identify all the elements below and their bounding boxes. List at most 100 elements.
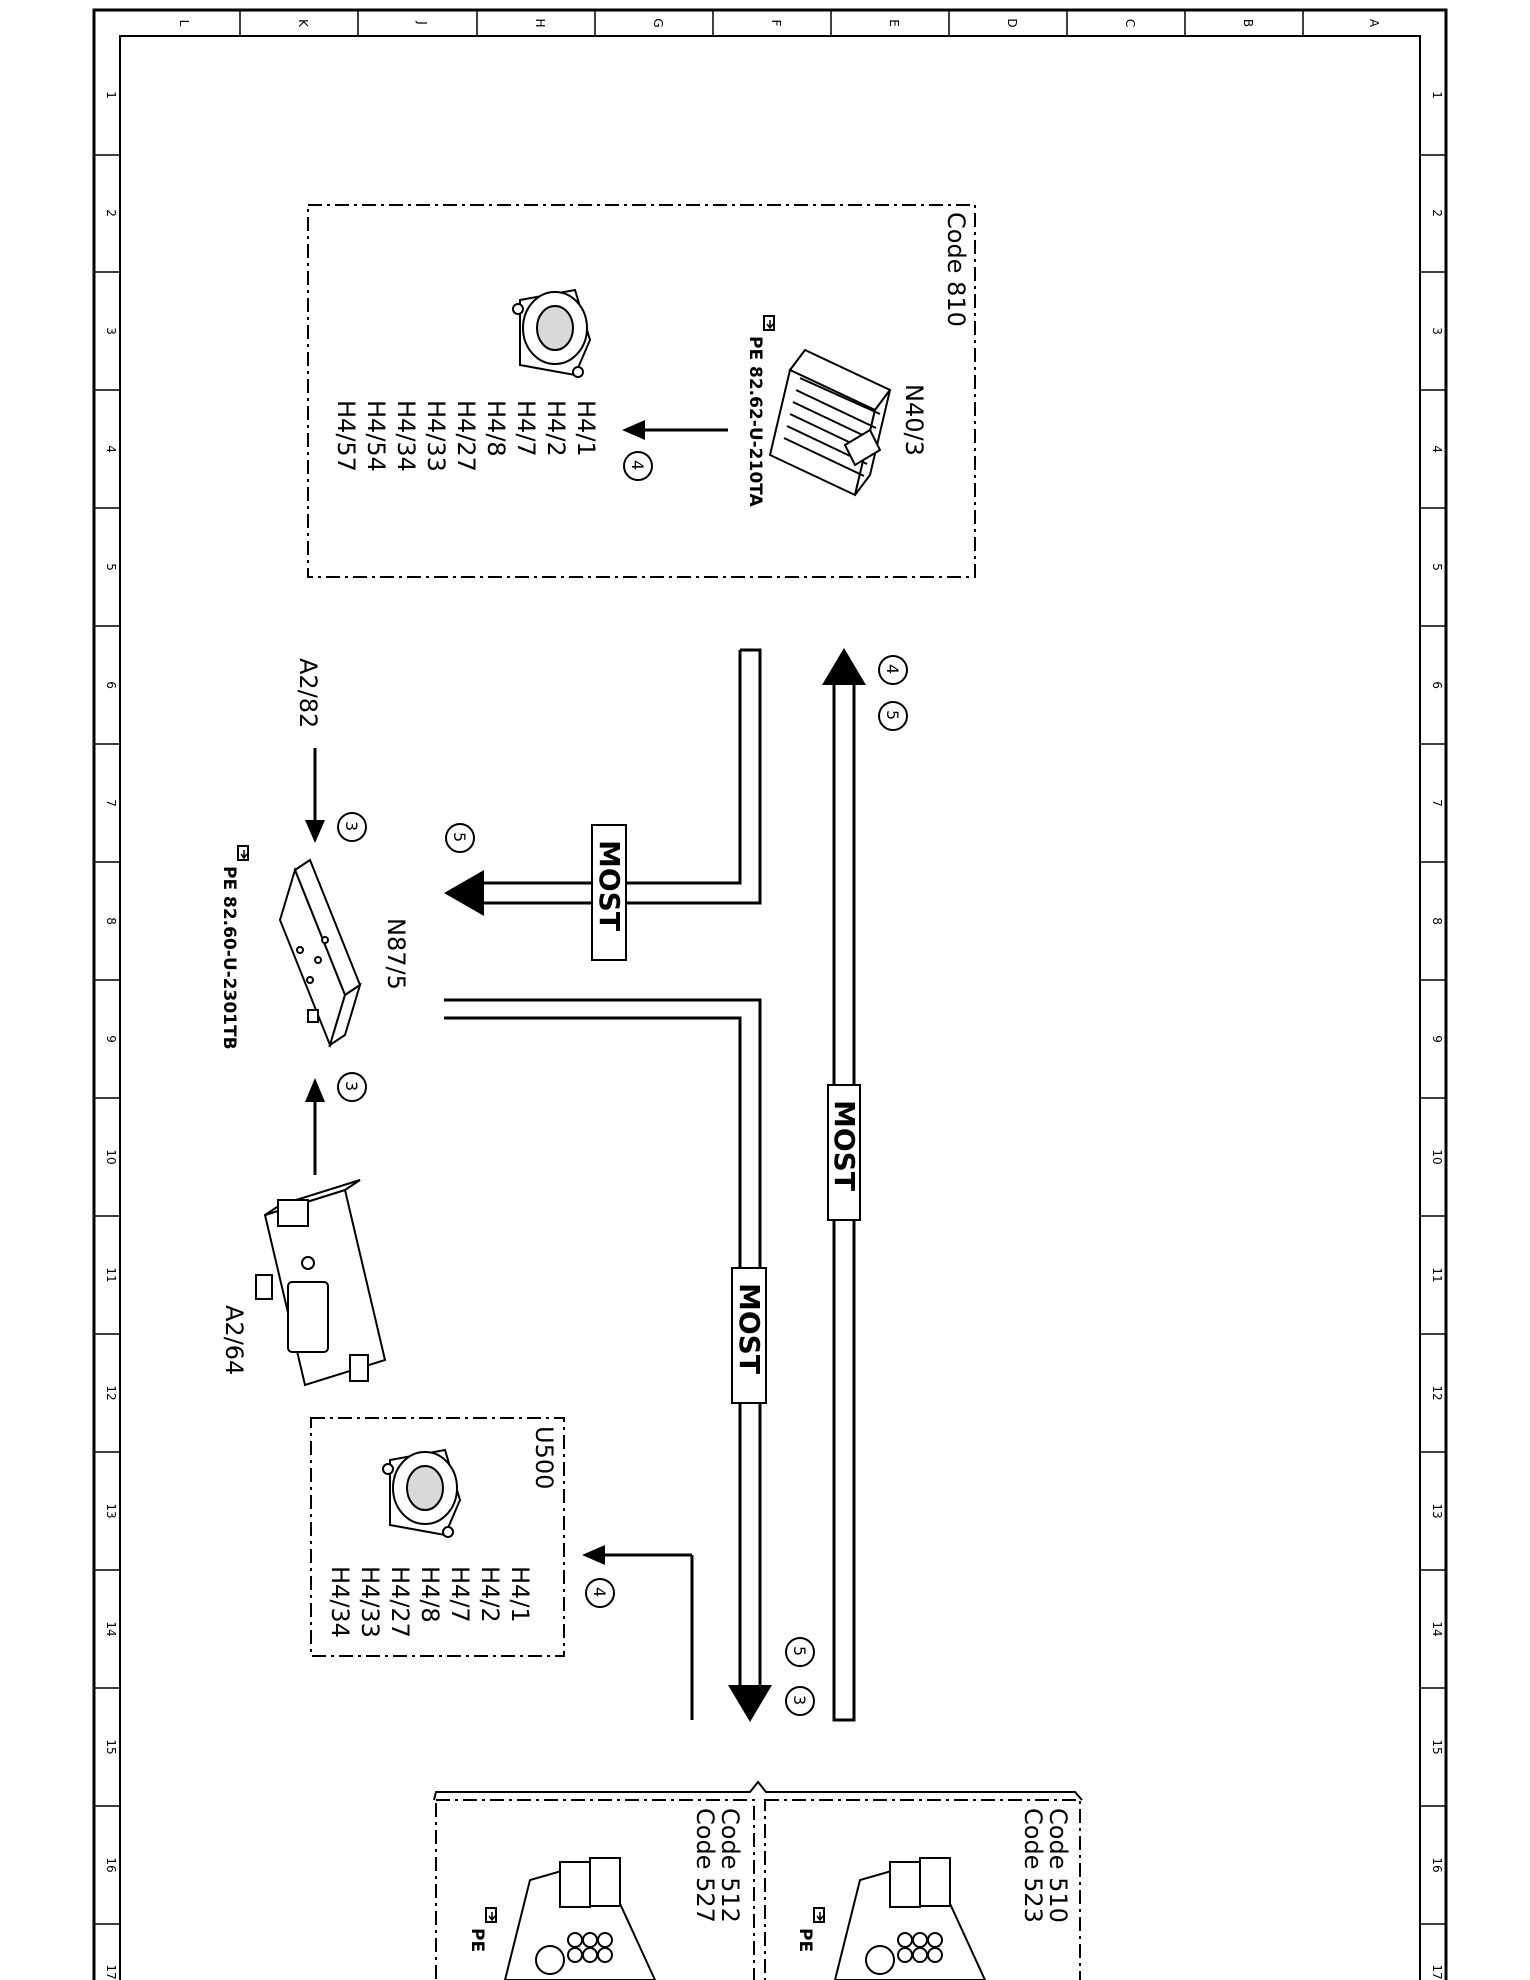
row-number: 5 [104, 563, 118, 571]
a2-64-label: A2/64 [220, 1305, 248, 1375]
head-unit-b-code1: Code 512 [716, 1808, 744, 1923]
arrow-head [728, 1685, 772, 1722]
speaker-id: H4/57 [332, 400, 360, 472]
row-number: 6 [1430, 681, 1444, 689]
speaker-icon [382, 1448, 462, 1538]
callout-circle [585, 1578, 615, 1608]
head-unit-b-doc-ref: PE [467, 1928, 487, 1952]
head-unit-box-b [435, 1799, 755, 1980]
head-unit-b-code2: Code 527 [691, 1808, 719, 1923]
callout-number: 5 [450, 832, 469, 842]
speaker-list-code810: H4/1 H4/2 H4/7 H4/8 H4/27 H4/33 H4/34 H4… [332, 400, 600, 472]
receiver-icon [255, 1179, 387, 1387]
doc-ref-icon [485, 1907, 497, 1923]
row-number: 7 [1430, 799, 1444, 807]
col-letter: L [177, 20, 191, 27]
callout-circle [878, 701, 908, 731]
speaker-id: H4/7 [512, 400, 540, 457]
col-letter: F [769, 20, 783, 27]
callout-circle [785, 1686, 815, 1716]
row-number: 1 [1430, 91, 1444, 99]
callout-number: 4 [590, 1587, 609, 1597]
arrow-head [305, 1078, 325, 1102]
speaker-id: H4/2 [476, 1566, 504, 1623]
row-number: 17 [104, 1964, 118, 1979]
callout-pair-bus: 4 5 [878, 655, 908, 731]
doc-ref-icon [763, 315, 775, 331]
frame-row-grid [94, 154, 1446, 1925]
callout-number: 3 [790, 1695, 809, 1705]
doc-ref-icon [237, 845, 249, 861]
row-number: 12 [1430, 1385, 1444, 1400]
speaker-id: H4/1 [572, 400, 600, 457]
speaker-list-u500: H4/1 H4/2 H4/7 H4/8 H4/27 H4/33 H4/34 [326, 1566, 534, 1638]
callout-circle [445, 823, 475, 853]
col-letter: A [1367, 19, 1381, 28]
head-unit-a-code1: Code 510 [1044, 1808, 1072, 1923]
doc-ref-icon [813, 1907, 825, 1923]
row-number: 8 [104, 917, 118, 925]
callout-number: 4 [883, 664, 902, 674]
callout-number: 5 [790, 1646, 809, 1656]
speaker-id: H4/27 [386, 1566, 414, 1638]
amplifier-icon [768, 348, 892, 497]
row-number: 11 [1430, 1267, 1444, 1282]
hub-icon [278, 858, 362, 1049]
callout-number: 3 [342, 1081, 361, 1091]
arrow-head [305, 820, 325, 843]
row-number: 14 [1430, 1621, 1444, 1636]
col-letter: D [1005, 18, 1019, 27]
callout-circle [878, 655, 908, 685]
most-label-box [731, 1267, 767, 1404]
arrow-head [444, 870, 484, 916]
speaker-id: H4/8 [416, 1566, 444, 1623]
speaker-id: H4/8 [482, 400, 510, 457]
callout-circle [623, 451, 653, 481]
n87-5-label: N87/5 [382, 918, 410, 990]
callout-circle [337, 1072, 367, 1102]
most-label-box [591, 824, 627, 961]
col-letter: E [887, 19, 901, 27]
head-unit-box-a [764, 1799, 1081, 1980]
callout-number: 3 [342, 821, 361, 831]
amplifier-doc-ref: PE 82.62-U-210TA [745, 336, 765, 507]
row-number: 1 [104, 91, 118, 99]
arrow-head [622, 420, 645, 440]
head-unit-a-code2: Code 523 [1019, 1808, 1047, 1923]
callout-circle [785, 1637, 815, 1667]
speaker-id: H4/34 [392, 400, 420, 472]
row-number: 2 [1430, 209, 1444, 217]
row-number: 16 [104, 1857, 118, 1872]
row-number: 3 [104, 327, 118, 335]
row-number: 7 [104, 799, 118, 807]
col-letter: C [1123, 19, 1137, 27]
speaker-id: H4/54 [362, 400, 390, 472]
most-label: MOST [828, 1100, 861, 1191]
arrow-head [822, 648, 866, 685]
head-unit-icon [833, 1857, 987, 1980]
speaker-id: H4/27 [452, 400, 480, 472]
row-number: 15 [104, 1739, 118, 1754]
frame-column-grid [239, 10, 1304, 36]
speaker-id: H4/34 [326, 1566, 354, 1638]
u500-label: U500 [530, 1426, 558, 1489]
row-number: 12 [104, 1385, 118, 1400]
most-label: MOST [593, 840, 626, 931]
row-number: 15 [1430, 1739, 1444, 1754]
most-bus-lower [444, 998, 762, 1690]
speaker-id: H4/2 [542, 400, 570, 457]
most-label-box [827, 1084, 861, 1221]
row-number: 8 [1430, 917, 1444, 925]
speaker-icon [512, 288, 592, 378]
row-number: 6 [104, 681, 118, 689]
row-number: 9 [1430, 1035, 1444, 1043]
col-letter: B [1241, 19, 1255, 27]
frame-column-letters: L K J H G F E D C B A [177, 18, 1381, 28]
col-letter: H [533, 18, 547, 27]
frame-row-numbers: 1 1 2 2 3 3 4 4 5 5 6 6 7 7 8 8 9 9 10 1… [104, 91, 1444, 1979]
row-number: 3 [1430, 327, 1444, 335]
head-unit-a-doc-ref: PE [795, 1928, 815, 1952]
row-number: 9 [104, 1035, 118, 1043]
col-letter: G [651, 18, 665, 27]
